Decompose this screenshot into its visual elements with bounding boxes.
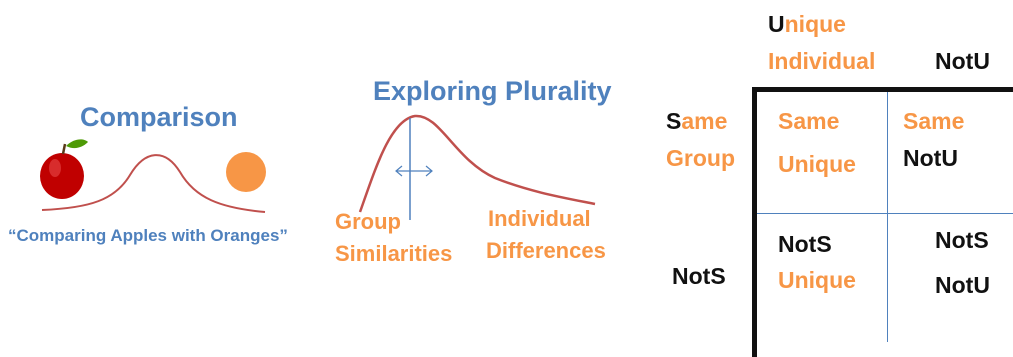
cell-top-left-line1: Same — [778, 108, 840, 134]
comparison-caption: “Comparing Apples with Oranges” — [8, 226, 288, 245]
cell-top-right-line1: Same — [903, 108, 965, 134]
group-similarities-line2: Similarities — [335, 241, 453, 266]
group-similarities-label: Group Similarities — [335, 206, 452, 270]
grid-vertical-divider — [887, 92, 888, 342]
row-header-same-rest: ame — [681, 108, 728, 134]
cell-bottom-left-line1: NotS — [778, 231, 832, 257]
apple-icon — [40, 139, 88, 199]
individual-differences-label: Individual Differences — [486, 203, 606, 267]
cell-top-right-line2: NotU — [903, 145, 958, 171]
col-header-unique: Unique — [768, 6, 846, 42]
comparison-bell-curve — [41, 154, 266, 213]
row-header-group: Group — [666, 145, 735, 171]
orange-icon — [226, 152, 266, 192]
row-header-same: Same — [666, 103, 727, 139]
col-header-unique-rest: nique — [784, 11, 846, 37]
skewed-curve — [358, 114, 596, 213]
individual-differences-line1: Individual — [488, 206, 591, 231]
cell-bottom-right-line2: NotU — [935, 272, 990, 298]
col-header-unique-initial: U — [768, 11, 785, 37]
individual-differences-line2: Differences — [486, 238, 606, 263]
group-similarities-line1: Group — [335, 209, 401, 234]
double-arrow-icon — [395, 165, 433, 177]
col-header-notu: NotU — [935, 48, 990, 74]
skewed-distribution-illustration — [358, 114, 596, 220]
comparison-title: Comparison — [80, 102, 238, 132]
row-header-nots: NotS — [672, 263, 726, 289]
matrix-grid — [752, 87, 1013, 357]
col-header-individual: Individual — [768, 48, 876, 74]
plurality-title: Exploring Plurality — [373, 76, 612, 106]
cell-bottom-right-line1: NotS — [935, 227, 989, 253]
row-header-same-initial: S — [666, 108, 682, 134]
cell-bottom-left-line2: Unique — [778, 267, 856, 293]
grid-horizontal-divider — [757, 213, 1013, 214]
comparison-illustration — [40, 139, 266, 213]
cell-top-left-line2: Unique — [778, 151, 856, 177]
